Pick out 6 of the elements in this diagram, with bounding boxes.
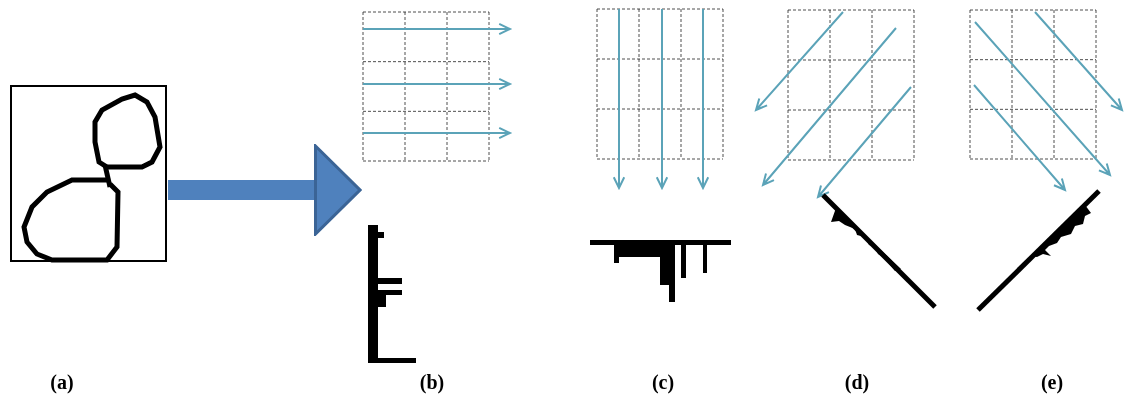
panel-label: (c): [651, 372, 675, 392]
block-arrow: [168, 144, 362, 236]
panel-label: (b): [419, 372, 445, 392]
panel-label: (d): [844, 372, 870, 392]
panel-label: (a): [50, 372, 74, 392]
panel-label: (e): [1040, 372, 1064, 392]
